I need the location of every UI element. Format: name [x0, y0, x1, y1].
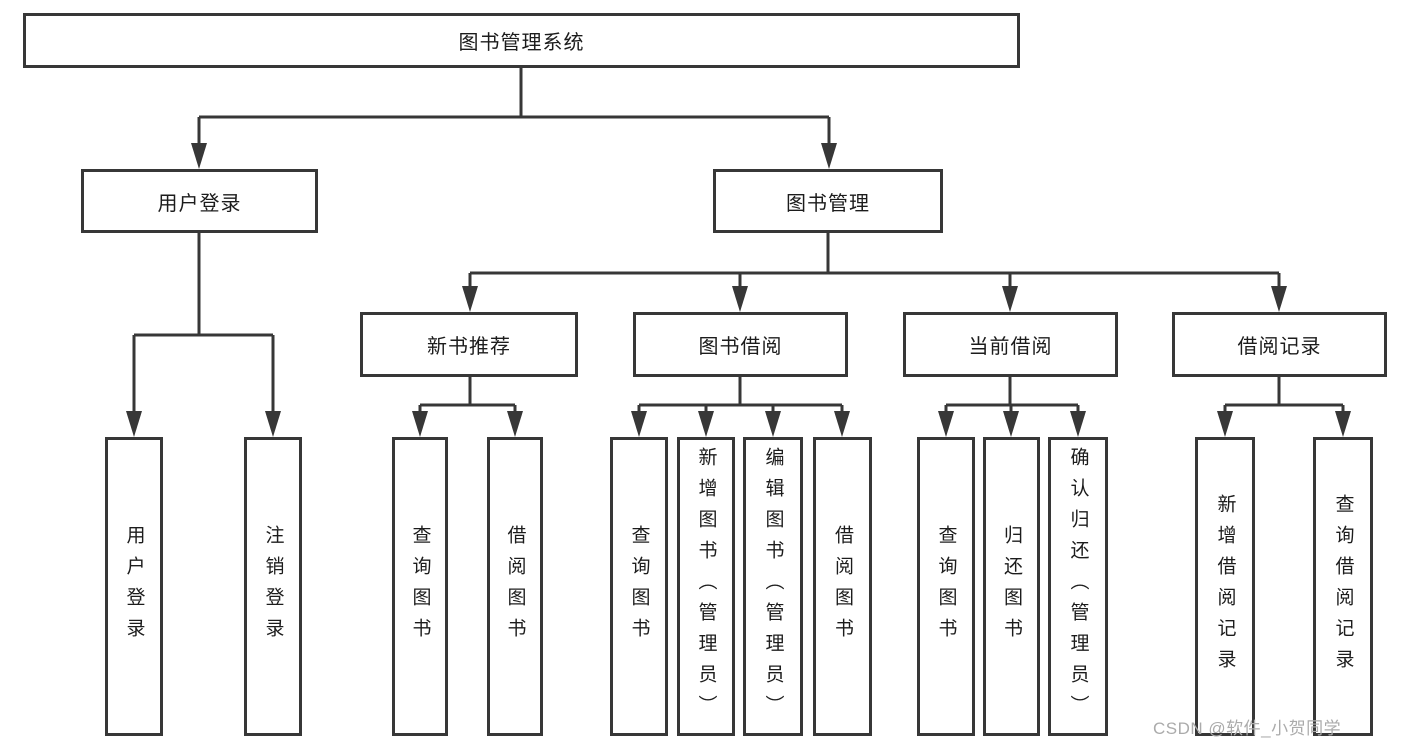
node-book-borrow: 图书借阅 [633, 312, 848, 377]
leaf-current-query-books: 查询图书 [917, 437, 975, 736]
arrowhead-down-icon [1003, 411, 1019, 437]
leaf-logout: 注销登录 [244, 437, 302, 736]
leaf-add-books-admin: 新增图书（管理员） [677, 437, 735, 736]
arrowhead-down-icon [1070, 411, 1086, 437]
arrowhead-down-icon [834, 411, 850, 437]
leaf-recommend-query-books: 查询图书 [392, 437, 448, 736]
arrowhead-down-icon [265, 411, 281, 437]
node-user-login: 用户登录 [81, 169, 318, 233]
leaf-add-borrow-record: 新增借阅记录 [1195, 437, 1255, 736]
arrowhead-down-icon [412, 411, 428, 437]
arrowhead-down-icon [698, 411, 714, 437]
leaf-confirm-return-admin: 确认归还（管理员） [1048, 437, 1108, 736]
arrowhead-down-icon [821, 143, 837, 169]
node-book-management-system: 图书管理系统 [23, 13, 1020, 68]
arrowhead-down-icon [1271, 286, 1287, 312]
node-current-borrow: 当前借阅 [903, 312, 1118, 377]
arrowhead-down-icon [126, 411, 142, 437]
arrowhead-down-icon [1002, 286, 1018, 312]
arrowhead-down-icon [507, 411, 523, 437]
arrowhead-down-icon [1335, 411, 1351, 437]
leaf-return-books: 归还图书 [983, 437, 1040, 736]
arrowhead-down-icon [938, 411, 954, 437]
arrowhead-down-icon [631, 411, 647, 437]
node-book-management: 图书管理 [713, 169, 943, 233]
leaf-edit-books-admin: 编辑图书（管理员） [743, 437, 803, 736]
arrowhead-down-icon [1217, 411, 1233, 437]
leaf-user-login: 用户登录 [105, 437, 163, 736]
node-borrow-records: 借阅记录 [1172, 312, 1387, 377]
leaf-borrow-query-books: 查询图书 [610, 437, 668, 736]
leaf-recommend-borrow-books: 借阅图书 [487, 437, 543, 736]
csdn-watermark: CSDN @软件_小贺同学 [1153, 719, 1342, 738]
arrowhead-down-icon [765, 411, 781, 437]
leaf-query-borrow-record: 查询借阅记录 [1313, 437, 1373, 736]
arrowhead-down-icon [191, 143, 207, 169]
leaf-borrow-books: 借阅图书 [813, 437, 872, 736]
arrowhead-down-icon [462, 286, 478, 312]
arrowhead-down-icon [732, 286, 748, 312]
node-new-book-recommend: 新书推荐 [360, 312, 578, 377]
